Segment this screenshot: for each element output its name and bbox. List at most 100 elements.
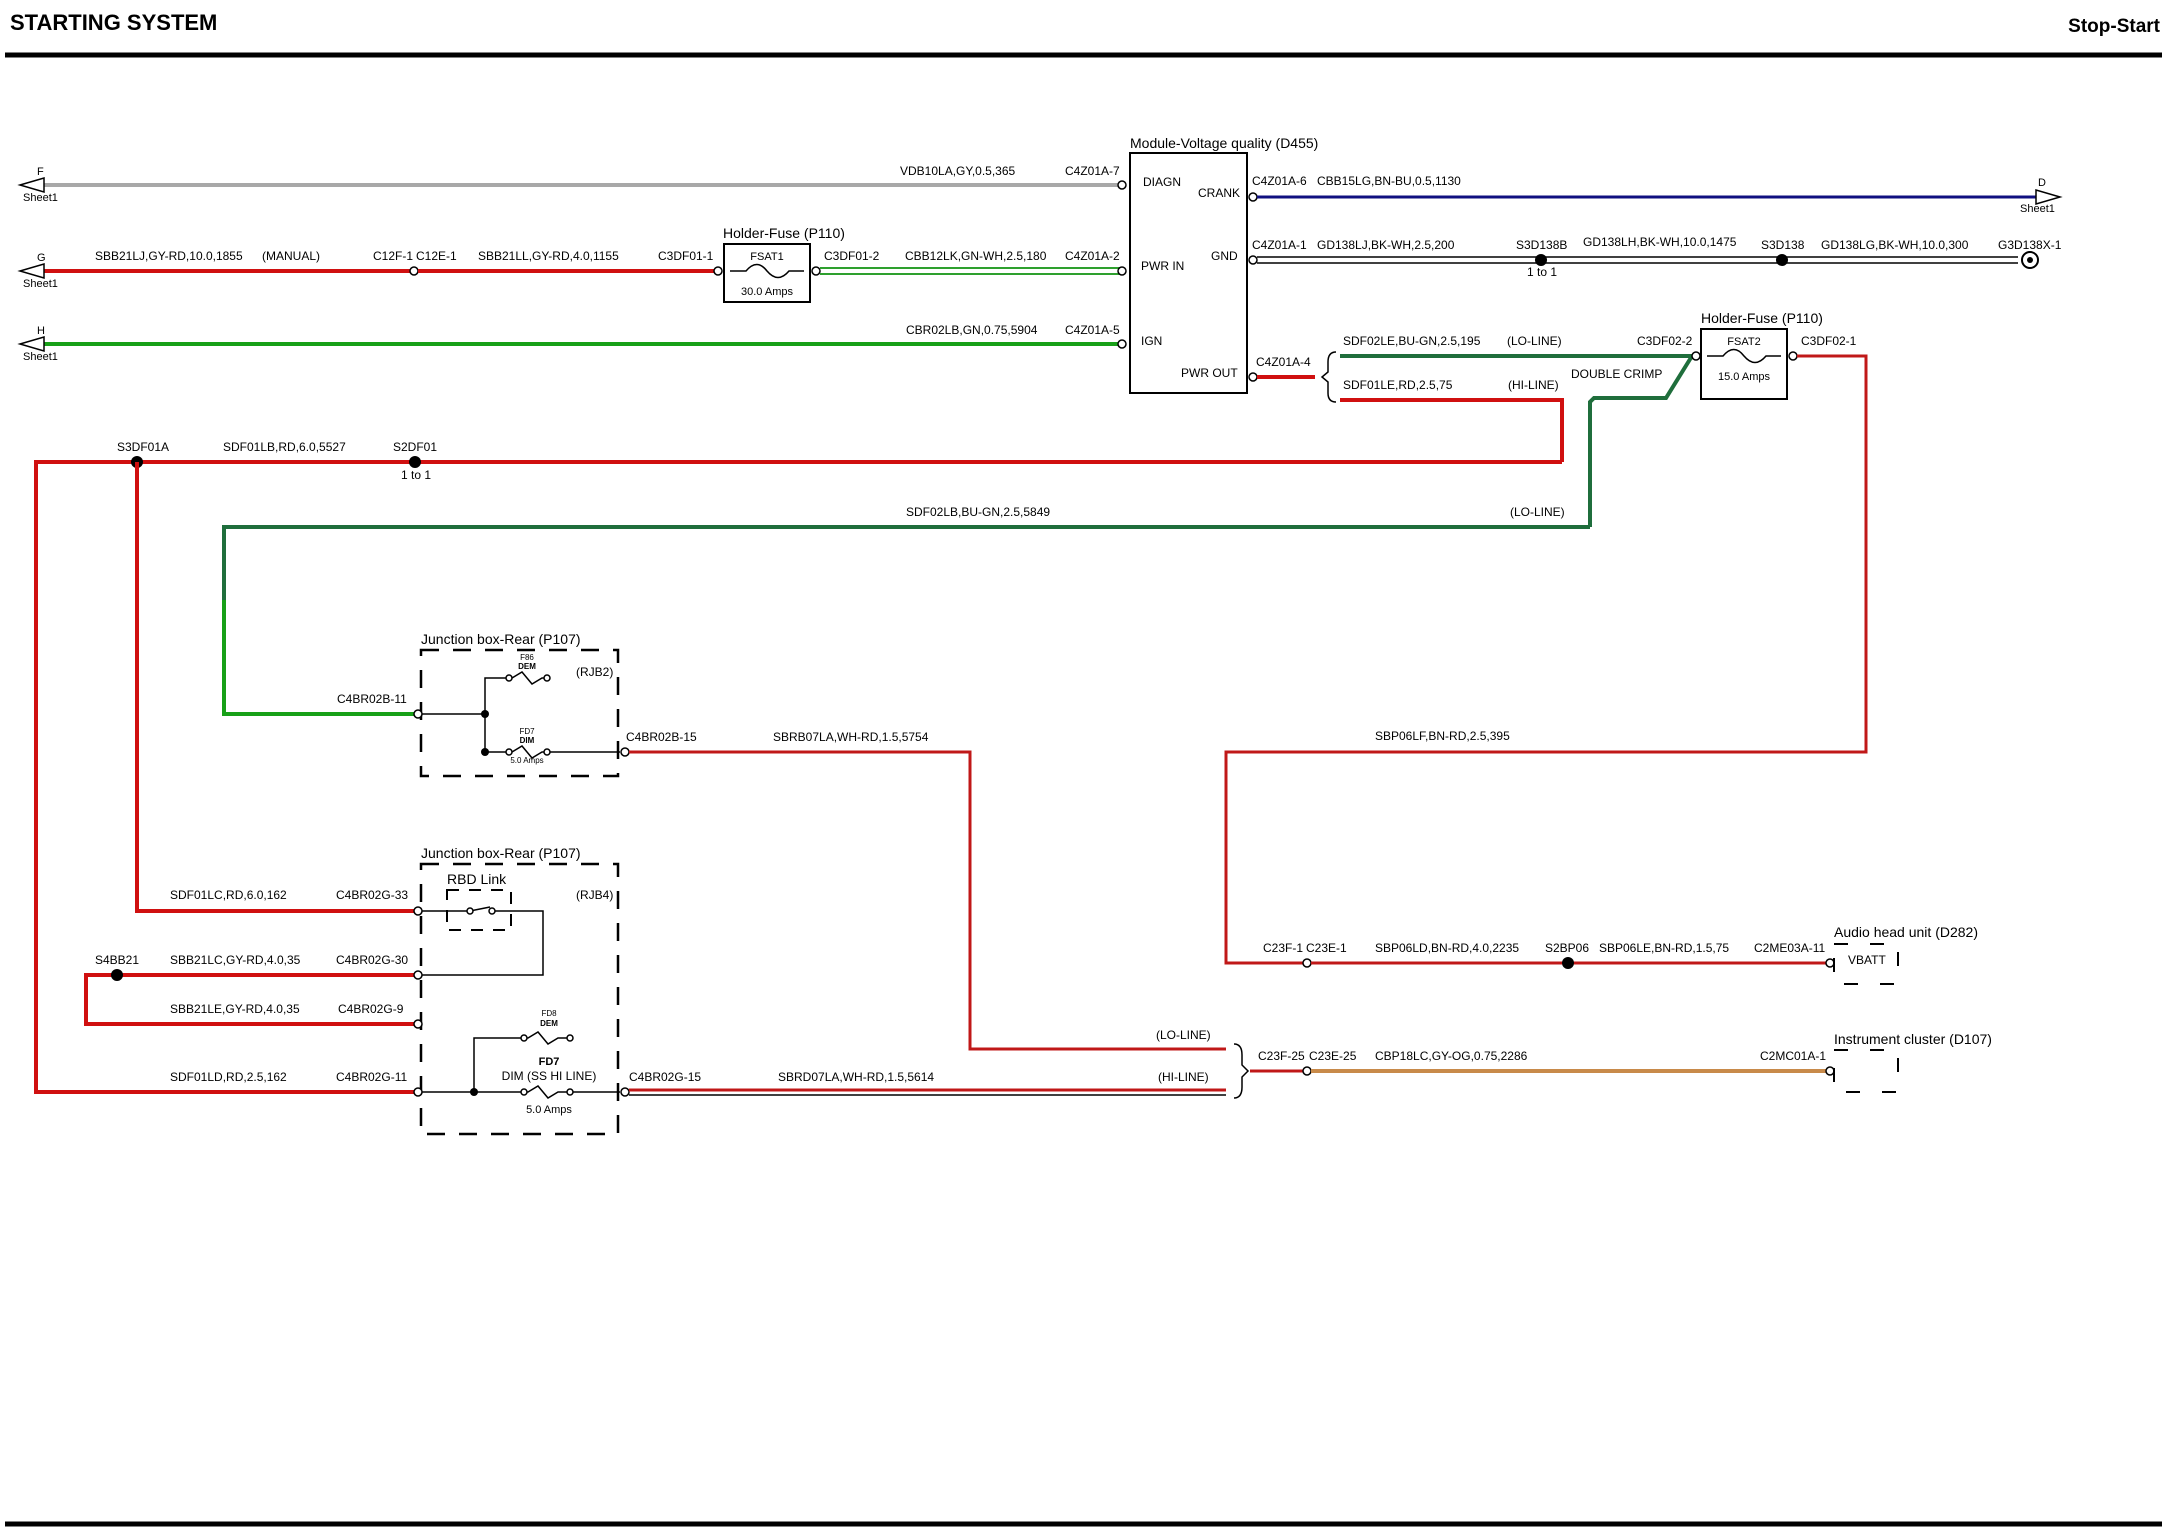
connector-pin-c4z01a4 [1248, 372, 1258, 382]
offsheet-arrow-g [17, 263, 45, 279]
connector-pin-c4br02b11 [413, 709, 423, 719]
pin-crank: CRANK [1198, 186, 1240, 200]
splice-bracket-c23 [1233, 1043, 1250, 1099]
splice-bracket-pwr-out [1320, 351, 1337, 403]
wire-label-cbp18lc: CBP18LC,GY-OG,0.75,2286 [1375, 1049, 1528, 1063]
fuse-holder-1-box [723, 243, 811, 303]
connector-pin-c4br02b15 [620, 747, 630, 757]
audio-pin-vbatt: VBATT [1848, 953, 1886, 967]
wire-label-sdf02lb: SDF02LB,BU-GN,2.5,5849 [906, 505, 1050, 519]
wire-sdf01le [1340, 398, 1564, 462]
rbd-link-contact-a [466, 907, 474, 915]
wire-sbb21le [84, 973, 414, 1026]
rjb4-tag: (RJB4) [576, 888, 613, 902]
splice-ratio-s2df01: 1 to 1 [401, 468, 431, 482]
wire-label-lo-line-1: (LO-LINE) [1507, 334, 1562, 348]
offsheet-sheet-g: Sheet1 [23, 278, 58, 290]
connector-c23f1: C23F-1 [1263, 941, 1303, 955]
wire-label-hi-line-1: (HI-LINE) [1508, 378, 1559, 392]
connector-g3d138x1: G3D138X-1 [1998, 238, 2062, 252]
offsheet-arrow-f [17, 177, 45, 193]
rjb4-fuse2-pin-a [520, 1088, 528, 1096]
wire-label-sdf01lb: SDF01LB,RD,6.0,5527 [223, 440, 346, 454]
wire-label-sdf01ld: SDF01LD,RD,2.5,162 [170, 1070, 287, 1084]
rjb4-fuse2-type: DIM (SS HI LINE) [502, 1069, 597, 1083]
connector-c3df021: C3DF02-1 [1801, 334, 1857, 348]
connector-c3df011: C3DF01-1 [658, 249, 714, 263]
wire-label-sbp06le: SBP06LE,BN-RD,1.5,75 [1599, 941, 1729, 955]
wire-label-vdb10la: VDB10LA,GY,0.5,365 [900, 164, 1016, 178]
fuse-fsat2-symbol [1707, 348, 1781, 364]
rjb4-fuse1-pin-a [520, 1034, 528, 1042]
system-name: Stop-Start [2068, 16, 2161, 37]
wire-label-manual: (MANUAL) [262, 249, 320, 263]
connector-c4z01a6: C4Z01A-6 [1252, 174, 1307, 188]
connector-c4br02g9: C4BR02G-9 [338, 1002, 404, 1016]
wire-sdf02lb [222, 525, 1590, 600]
offsheet-label-h: H [37, 325, 45, 337]
rjb2-internal-bus [422, 677, 505, 753]
wire-label-gd138lj: GD138LJ,BK-WH,2.5,200 [1317, 238, 1455, 252]
double-crimp-label: DOUBLE CRIMP [1571, 367, 1662, 381]
connector-c4z01a4: C4Z01A-4 [1256, 355, 1311, 369]
rbd-link-switch [422, 906, 544, 976]
connector-c4br02g30: C4BR02G-30 [336, 953, 408, 967]
page-title: STARTING SYSTEM [10, 10, 217, 35]
wire-label-sbb21lc: SBB21LC,GY-RD,4.0,35 [170, 953, 301, 967]
rjb4-internal-bus [422, 1037, 520, 1093]
ground-terminal-center [2027, 257, 2033, 263]
connector-c23e25: C23E-25 [1309, 1049, 1357, 1063]
connector-c12f1: C12F-1 [373, 249, 413, 263]
rjb2-node-1 [481, 710, 489, 718]
connector-pin-c4br02g15 [620, 1087, 630, 1097]
rjb2-fuse2-id: FD7 [519, 727, 535, 736]
rjb2-tag: (RJB2) [576, 665, 613, 679]
connector-pin-c3df022 [1691, 351, 1701, 361]
fuse-fsat1-label: FSAT1 [750, 251, 783, 263]
fuse-fsat1-rating: 30.0 Amps [741, 286, 793, 298]
connector-c4z01a5: C4Z01A-5 [1065, 323, 1120, 337]
splice-s4bb21 [111, 969, 123, 981]
offsheet-label-g: G [37, 252, 46, 264]
module-voltage-quality-box [1129, 152, 1248, 394]
connector-pin-c4z01a5 [1117, 339, 1127, 349]
splice-label-s3df01a: S3DF01A [117, 440, 169, 454]
rjb2-fuse1-pin-b [543, 674, 551, 682]
offsheet-label-f: F [37, 166, 44, 178]
wire-double-crimp-green [1588, 354, 1694, 527]
wire-label-gd138lg: GD138LG,BK-WH,10.0,300 [1821, 238, 1969, 252]
wire-label-cbb12lk: CBB12LK,GN-WH,2.5,180 [905, 249, 1047, 263]
wire-label-sbrd07la: SBRD07LA,WH-RD,1.5,5614 [778, 1070, 934, 1084]
splice-label-s4bb21: S4BB21 [95, 953, 139, 967]
offsheet-sheet-d: Sheet1 [2020, 203, 2055, 215]
connector-c4z01a2: C4Z01A-2 [1065, 249, 1120, 263]
splice-ratio-s3d138b: 1 to 1 [1527, 265, 1557, 279]
splice-s3d138 [1776, 254, 1788, 266]
rbd-link-label: RBD Link [447, 871, 507, 887]
connector-c12e1: C12E-1 [416, 249, 457, 263]
wire-sbp06lf [1224, 354, 1868, 965]
audio-head-unit-title: Audio head unit (D282) [1834, 924, 1978, 940]
instrument-cluster-title: Instrument cluster (D107) [1834, 1031, 1992, 1047]
fuse-holder-1-title: Holder-Fuse (P110) [723, 225, 845, 241]
rjb2-fuse1-type: DEM [518, 662, 536, 671]
module-voltage-quality-title: Module-Voltage quality (D455) [1130, 135, 1318, 151]
rjb2-fuse2-type: DIM [520, 736, 535, 745]
wire-label-gd138lh: GD138LH,BK-WH,10.0,1475 [1583, 235, 1737, 249]
fuse-holder-2-box [1700, 328, 1788, 400]
offsheet-arrow-d [2035, 189, 2063, 205]
connector-c4z01a1: C4Z01A-1 [1252, 238, 1307, 252]
offsheet-arrow-h [17, 336, 45, 352]
wire-sdf01lc [135, 462, 414, 913]
wire-sbrb07la [629, 750, 1226, 1051]
wire-label-sbrb07la: SBRB07LA,WH-RD,1.5,5754 [773, 730, 929, 744]
connector-pin-c3df021 [1788, 351, 1798, 361]
splice-s2df01 [409, 456, 421, 468]
rjb4-fuse2-id: FD7 [539, 1056, 560, 1068]
splice-s2bp06 [1562, 957, 1574, 969]
offsheet-label-d: D [2038, 177, 2046, 189]
splice-label-s3d138: S3D138 [1761, 238, 1805, 252]
connector-c2mc01a1: C2MC01A-1 [1760, 1049, 1826, 1063]
connector-pin-c2me03a11 [1825, 958, 1835, 968]
pin-ign: IGN [1141, 334, 1162, 348]
